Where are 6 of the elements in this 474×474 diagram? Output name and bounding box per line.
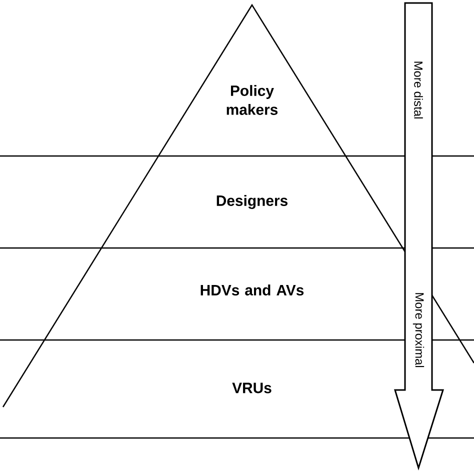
layer-label: Policy makers [226,85,278,115]
node-label: More distal [414,62,423,118]
layer-label: VRUs [232,382,272,394]
layer-label: HDVs and AVs [200,284,304,296]
layer-label: Designers [216,195,288,209]
node-label: More proximal [412,293,424,368]
